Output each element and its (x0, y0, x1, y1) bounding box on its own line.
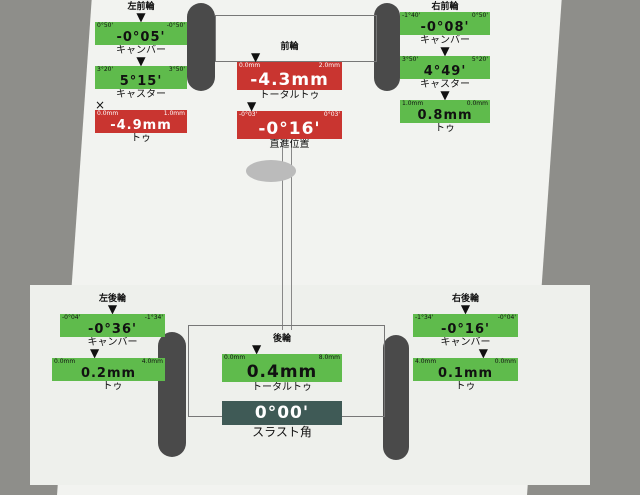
label: スラスト角 (252, 425, 312, 439)
rear-right-tire (383, 335, 409, 460)
range-max: 5°20' (471, 56, 488, 63)
label: キャンバー (87, 337, 138, 348)
range-min: 4.0mm (415, 358, 437, 365)
label: キャスター (420, 79, 470, 90)
value: 0.8mm (417, 108, 473, 123)
range-min: 0.0mm (97, 110, 119, 117)
value: 0°00' (254, 403, 310, 423)
label: トータルトゥ (259, 90, 320, 101)
range-min: 3°20' (97, 66, 114, 73)
front-left-title: 左前輪 (127, 2, 155, 12)
range-min: -1°40' (402, 12, 421, 19)
arrow-down-icon: ▼ (107, 302, 118, 316)
range-max: 4.0mm (141, 358, 163, 365)
label: トゥ (435, 123, 455, 134)
range-max: 3°50' (168, 66, 185, 73)
rear-left-toe-bar: 0.0mm 0.2mm 4.0mm (52, 358, 165, 381)
value: -0°05' (116, 30, 166, 45)
front-suspension-drawing (215, 15, 377, 62)
range-max: 0.0mm (494, 358, 516, 365)
rear-left-tire (158, 332, 186, 457)
arrow-down-icon: ▼ (478, 346, 488, 360)
value: -0°08' (420, 20, 470, 35)
range-min: 3°50' (402, 56, 419, 63)
value: -0°16' (258, 119, 321, 139)
range-max: 0.0mm (466, 100, 488, 107)
front-left-tire (187, 3, 215, 91)
value: -4.9mm (110, 118, 172, 133)
front-right-panel: 右前輪 -1°40'-0°08'0°50' キャンバー ▼ 3°50' 4°49'… (400, 2, 490, 134)
drive-shaft-drawing (282, 130, 292, 330)
label: トゥ (131, 133, 151, 144)
front-left-panel: 左前輪 ▼ 0°50'-0°05'-0°50' キャンバー ▼ 3°20' 5°1… (95, 2, 187, 144)
thrust-angle-bar: 0°00' (222, 401, 342, 425)
label: キャンバー (116, 45, 166, 56)
value: 5°15' (119, 74, 163, 89)
arrow-down-icon: ▼ (252, 342, 262, 356)
steering-wheel-drawing (246, 160, 296, 182)
range-max: 0°50' (471, 12, 488, 19)
label: キャンバー (420, 35, 470, 46)
arrow-down-icon: ▼ (251, 50, 261, 64)
label: トゥ (102, 381, 123, 392)
rear-left-title: 左後輪 (98, 294, 126, 304)
range-min: 0.0mm (54, 358, 76, 365)
range-min: 1.0mm (402, 100, 424, 107)
range-max: 8.0mm (318, 354, 340, 361)
range-min: 0°50' (97, 22, 114, 29)
arrow-down-icon: ▼ (440, 44, 450, 58)
range-min: 0.0mm (224, 354, 246, 361)
arrow-down-icon: ▼ (460, 302, 471, 316)
label: キャスター (116, 89, 166, 100)
value: 0.2mm (80, 366, 137, 381)
front-right-camber-bar: -1°40'-0°08'0°50' (400, 12, 490, 35)
range-min: 0.0mm (239, 62, 261, 69)
front-title: 前輪 (280, 42, 299, 52)
arrow-down-icon: ▼ (136, 54, 146, 68)
arrow-down-icon: ▼ (136, 10, 146, 24)
rear-title: 後輪 (272, 334, 291, 344)
range-max: -0°50' (166, 22, 185, 29)
rear-right-camber-bar: -1°34' -0°16' -0°04' (413, 314, 518, 337)
front-left-camber-bar: 0°50'-0°05'-0°50' (95, 22, 187, 45)
label: 直進位置 (269, 139, 310, 150)
arrow-down-icon: ▼ (247, 99, 257, 113)
range-min: -1°34' (415, 314, 434, 321)
label: キャンバー (440, 337, 491, 348)
range-max: -0°04' (497, 314, 516, 321)
arrow-down-icon: ▼ (90, 346, 100, 360)
value: 4°49' (423, 64, 467, 79)
label: トータルトゥ (252, 382, 312, 393)
front-left-caster-bar: 3°20' 5°15' 3°50' (95, 66, 187, 89)
out-of-range-mark: × (95, 98, 106, 112)
value: -0°36' (87, 322, 137, 337)
value: 0.4mm (246, 362, 318, 382)
front-right-title: 右前輪 (431, 2, 459, 12)
range-max: 2.0mm (318, 62, 340, 69)
range-min: -0°03' (239, 111, 258, 118)
range-max: 1.0mm (163, 110, 185, 117)
arrow-down-icon: ▼ (440, 88, 450, 102)
value: -4.3mm (250, 70, 329, 90)
value: -0°16' (440, 322, 490, 337)
straight-position-bar: -0°03'-0°16'0°03' (237, 111, 342, 139)
value: 0.1mm (437, 366, 494, 381)
rear-left-camber-bar: -0°04' -0°36' -1°34' (60, 314, 165, 337)
range-min: -0°04' (62, 314, 81, 321)
range-max: -1°34' (144, 314, 163, 321)
rear-right-title: 右後輪 (451, 294, 479, 304)
range-max: 0°03' (323, 111, 340, 118)
front-right-caster-bar: 3°50' 4°49' 5°20' (400, 56, 490, 79)
label: トゥ (455, 381, 476, 392)
front-right-tire (374, 3, 400, 91)
